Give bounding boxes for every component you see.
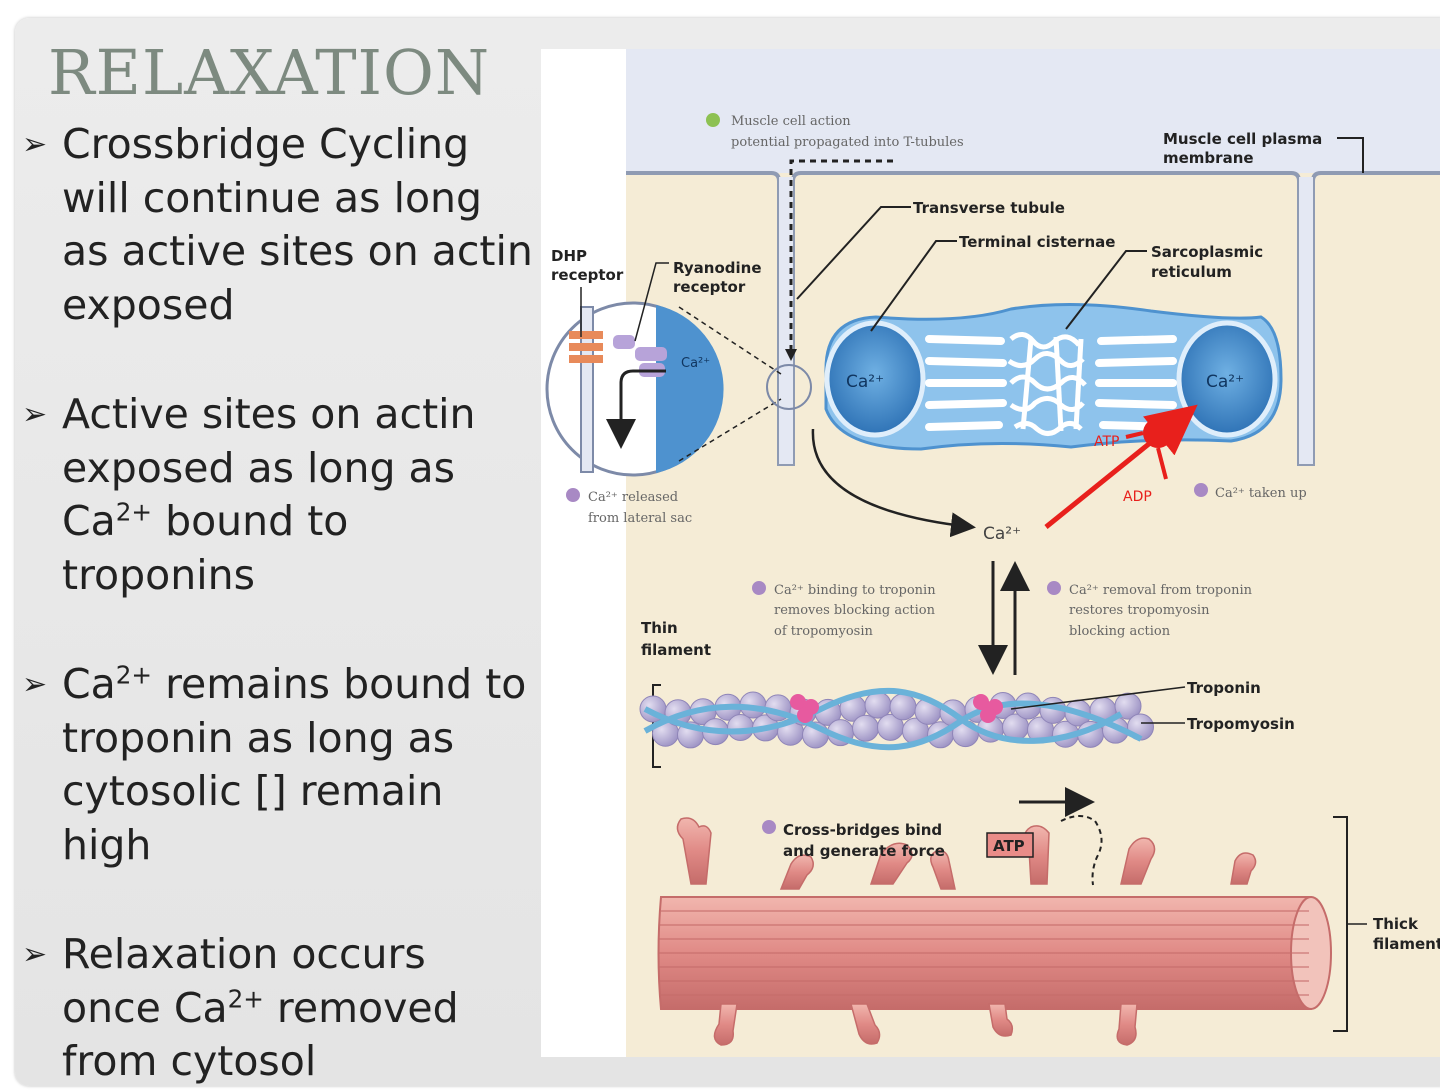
plasma-membrane — [626, 171, 1440, 466]
actin-monomer — [889, 693, 917, 721]
crossbridge-label: Cross-bridges bind — [783, 821, 942, 839]
leader-line — [1065, 250, 1147, 330]
inset-focus-circle — [766, 364, 812, 410]
thick-filament — [657, 817, 1332, 1046]
muscle-diagram-svg: Muscle cell action potential propagated … — [545, 49, 1440, 1057]
terminal-cisternae-label: Terminal cisternae — [959, 233, 1115, 251]
step-marker-purple — [1194, 483, 1208, 497]
bullet-arrow-icon: ➢ — [22, 127, 48, 162]
actin-monomer — [852, 714, 879, 742]
inset-connector — [678, 398, 782, 462]
thick-filament-label: Thick — [1373, 915, 1419, 933]
thick-filament-label-2: filament — [1373, 935, 1440, 953]
binding-label-2: removes blocking action — [774, 603, 936, 618]
step1-label: Muscle cell action — [731, 114, 851, 129]
slide-title: RELAXATION — [48, 36, 491, 109]
ca-left-label: Ca²⁺ — [846, 372, 884, 392]
plasma-membrane-label: Muscle cell plasma — [1163, 130, 1322, 148]
t-tubule-left — [779, 177, 793, 464]
bullet-arrow-icon: ➢ — [22, 397, 48, 432]
tropomyosin-strand — [643, 687, 1123, 744]
calcium-pump-icon — [1143, 418, 1173, 448]
crossbridge-label-2: and generate force — [783, 842, 945, 860]
ca-released-label-2: from lateral sac — [588, 511, 692, 526]
atp-box-label: ATP — [993, 837, 1025, 855]
troponin-cluster — [790, 694, 819, 723]
atp-pump-label: ATP — [1094, 434, 1119, 450]
receptor-inset — [545, 301, 724, 477]
bullet-arrow-icon: ➢ — [22, 937, 48, 972]
leader-line — [796, 206, 911, 300]
actin-monomer — [727, 714, 754, 742]
ca-taken-up-label: Ca²⁺ taken up — [1215, 486, 1307, 501]
bullet-item: ➢Active sites on actin exposed as long a… — [22, 390, 476, 599]
ryanodine-receptor-label-2: receptor — [673, 278, 746, 296]
bullet-item: ➢Relaxation occurs once Ca2+ removed fro… — [22, 930, 459, 1085]
actin-monomer — [864, 691, 892, 719]
transverse-tubule-label: Transverse tubule — [913, 199, 1065, 217]
sarcoplasmic-reticulum-label: Sarcoplasmic — [1151, 243, 1263, 261]
step1-label-2: potential propagated into T-tubules — [731, 135, 964, 150]
binding-label: Ca²⁺ binding to troponin — [774, 583, 936, 598]
t-tubule-right — [1299, 177, 1313, 464]
binding-label-3: of tropomyosin — [774, 624, 874, 639]
ryanodine-receptor-label: Ryanodine — [673, 259, 762, 277]
troponin-label: Troponin — [1187, 679, 1261, 697]
bullet-item: ➢Crossbridge Cycling will continue as lo… — [22, 120, 533, 329]
leader-line — [634, 262, 669, 342]
adp-pump-label: ADP — [1123, 489, 1152, 505]
leader-line — [1337, 137, 1364, 173]
step-marker-purple — [762, 820, 776, 834]
dhp-receptor-label-2: receptor — [551, 266, 624, 284]
action-potential-path — [789, 159, 893, 349]
leader-line — [1010, 686, 1186, 710]
ca-cytosol-label: Ca²⁺ — [983, 524, 1021, 544]
tropomyosin-label: Tropomyosin — [1187, 715, 1295, 733]
removal-label-3: blocking action — [1069, 624, 1171, 639]
atp-box — [986, 832, 1034, 858]
inset-connector — [678, 306, 782, 375]
adp-release-arrow — [1156, 447, 1168, 480]
step-marker-green — [706, 113, 720, 127]
ca-release-arrow — [811, 428, 976, 538]
atp-binding-arrow — [1125, 431, 1144, 439]
leader-line — [870, 240, 957, 332]
bullet-arrow-icon: ➢ — [22, 667, 48, 702]
action-potential-arrow-icon — [785, 349, 797, 361]
crossbridge-motion-path — [1060, 815, 1103, 886]
step-marker-purple — [752, 581, 766, 595]
ca-inset-label: Ca²⁺ — [681, 356, 710, 371]
step-marker-purple — [1047, 581, 1061, 595]
muscle-diagram: Muscle cell action potential propagated … — [541, 49, 1440, 1057]
ca-released-label: Ca²⁺ released — [588, 490, 678, 505]
extracellular-space — [626, 49, 1440, 173]
plasma-membrane-label-2: membrane — [1163, 149, 1254, 167]
bullet-list: ➢Crossbridge Cycling will continue as lo… — [22, 118, 537, 1089]
sarcoplasmic-reticulum-label-2: reticulum — [1151, 263, 1232, 281]
removal-label: Ca²⁺ removal from troponin — [1069, 583, 1253, 598]
bullet-item: ➢Ca2+ remains bound to troponin as long … — [22, 660, 527, 869]
thin-filament-label: Thin — [641, 619, 678, 637]
step-marker-purple — [566, 488, 580, 502]
ca-right-label: Ca²⁺ — [1206, 372, 1244, 392]
actin-monomer — [1114, 692, 1142, 720]
troponin-cluster — [973, 694, 1003, 723]
dhp-receptor-label: DHP — [551, 247, 587, 265]
thin-filament-label-2: filament — [641, 641, 711, 659]
removal-label-2: restores tropomyosin — [1069, 603, 1210, 618]
